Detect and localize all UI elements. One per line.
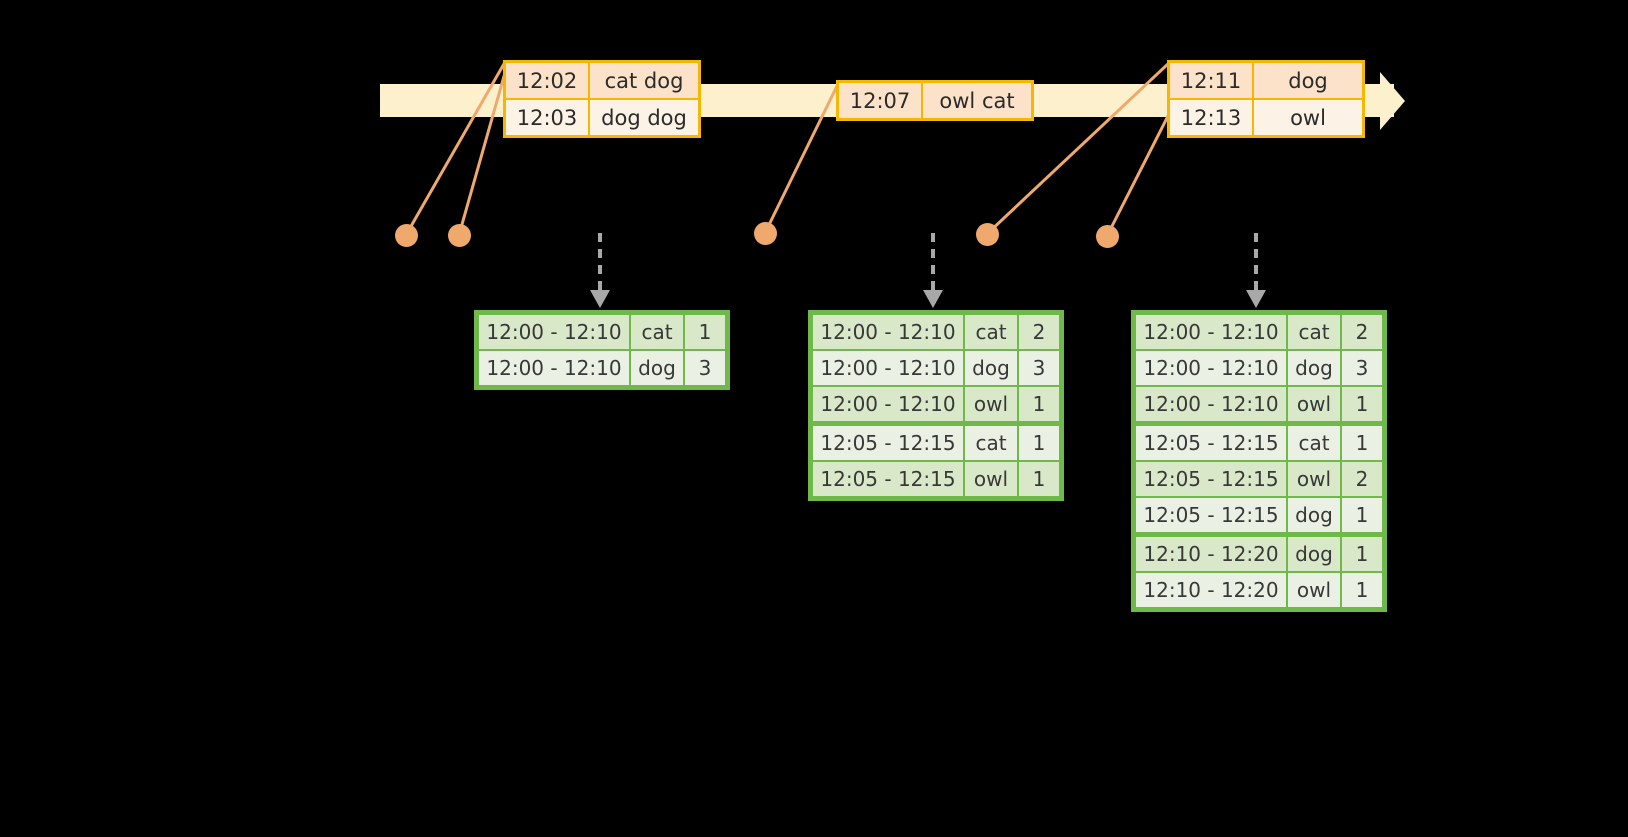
connector-5 [1105, 111, 1172, 237]
result-window: 12:00 - 12:10 [479, 315, 629, 349]
result-count: 1 [1019, 426, 1059, 460]
result-key: dog [1288, 498, 1340, 532]
result-window: 12:00 - 12:10 [1136, 351, 1286, 385]
event-dot-1202-cat [395, 224, 418, 247]
result-count: 2 [1342, 462, 1382, 496]
arrow-head-icon [590, 290, 610, 308]
result-window: 12:05 - 12:15 [813, 462, 963, 496]
result-key: dog [631, 351, 683, 385]
arrow-head-icon [1246, 290, 1266, 308]
result-window: 12:10 - 12:20 [1136, 573, 1286, 607]
result-key: owl [965, 462, 1017, 496]
result-key: cat [965, 426, 1017, 460]
event-time: 12:11 [1170, 63, 1252, 98]
down-arrow-2 [923, 233, 943, 308]
result-count: 3 [1342, 351, 1382, 385]
result-count: 1 [1342, 498, 1382, 532]
result-window: 12:05 - 12:15 [1136, 426, 1286, 460]
result-key: owl [965, 387, 1017, 421]
event-dot-1207-owl [754, 222, 777, 245]
result-window: 12:00 - 12:10 [479, 351, 629, 385]
result-count: 1 [1342, 426, 1382, 460]
down-arrow-3 [1246, 233, 1266, 308]
event-payload: owl cat [921, 83, 1031, 118]
result-key: cat [1288, 315, 1340, 349]
result-count: 2 [1342, 315, 1382, 349]
event-payload: owl [1252, 100, 1362, 135]
event-payload: dog [1252, 63, 1362, 98]
timeline-arrow-head-icon [1380, 72, 1405, 130]
arrow-head-icon [923, 290, 943, 308]
result-window: 12:10 - 12:20 [1136, 537, 1286, 571]
event-dot-1211-dog [976, 223, 999, 246]
down-arrow-1 [590, 233, 610, 308]
result-key: cat [965, 315, 1017, 349]
result-key: owl [1288, 387, 1340, 421]
result-count: 1 [1019, 462, 1059, 496]
result-key: cat [631, 315, 683, 349]
result-count: 3 [1019, 351, 1059, 385]
event-time: 12:03 [506, 100, 588, 135]
result-key: dog [1288, 537, 1340, 571]
result-key: dog [965, 351, 1017, 385]
result-window: 12:05 - 12:15 [813, 426, 963, 460]
result-key: cat [1288, 426, 1340, 460]
event-time: 12:02 [506, 63, 588, 98]
result-window: 12:00 - 12:10 [1136, 387, 1286, 421]
event-payload: dog dog [588, 100, 698, 135]
result-count: 1 [1342, 387, 1382, 421]
result-count: 1 [1019, 387, 1059, 421]
result-count: 1 [685, 315, 725, 349]
result-key: owl [1288, 462, 1340, 496]
result-window: 12:05 - 12:15 [1136, 498, 1286, 532]
result-count: 1 [1342, 537, 1382, 571]
event-time: 12:07 [839, 83, 921, 118]
result-key: owl [1288, 573, 1340, 607]
result-count: 1 [1342, 573, 1382, 607]
result-count: 3 [685, 351, 725, 385]
event-dot-1213-owl [1096, 225, 1119, 248]
event-time: 12:13 [1170, 100, 1252, 135]
result-window: 12:00 - 12:10 [813, 387, 963, 421]
result-window: 12:00 - 12:10 [813, 315, 963, 349]
result-window: 12:00 - 12:10 [1136, 315, 1286, 349]
event-payload: cat dog [588, 63, 698, 98]
result-window: 12:00 - 12:10 [813, 351, 963, 385]
result-key: dog [1288, 351, 1340, 385]
event-dot-1203-dog [448, 224, 471, 247]
result-window: 12:05 - 12:15 [1136, 462, 1286, 496]
result-count: 2 [1019, 315, 1059, 349]
